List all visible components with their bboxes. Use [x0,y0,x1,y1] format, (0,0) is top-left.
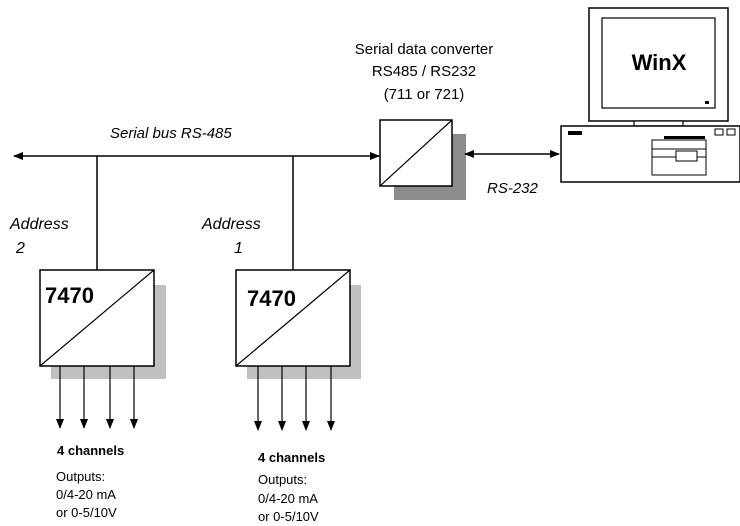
computer-base-unit [560,125,740,183]
monitor-screen [601,17,716,109]
rs232-label: RS-232 [487,180,539,197]
converter-title-line1: Serial data converter [355,41,493,58]
module-2-model: 7470 [45,283,94,308]
module-2-outputs: Outputs: [56,469,105,484]
address-1-label: Address [201,216,261,233]
module-1-range-2: or 0-5/10V [258,509,319,524]
module-2-range-1: 0/4-20 mA [56,487,116,502]
screen-label: WinX [632,50,687,75]
computer [560,7,740,183]
address-2-label: Address [9,216,69,233]
module-1-model: 7470 [247,286,296,311]
serial-bus-label: Serial bus RS-485 [110,125,232,142]
address-1-value: 1 [234,240,243,257]
module-7470-right [235,269,361,379]
converter-box [379,119,466,200]
converter-title-line3: (711 or 721) [384,86,465,103]
module-2-range-2: or 0-5/10V [56,505,117,520]
converter-title-line2: RS485 / RS232 [372,63,476,80]
module-2-channels: 4 channels [57,443,124,458]
module-2-output-arrows [56,366,138,429]
module-1-outputs: Outputs: [258,472,307,487]
module-1-range-1: 0/4-20 mA [258,491,318,506]
address-2-value: 2 [15,240,25,257]
module-1-channels: 4 channels [258,450,325,465]
module-1-output-arrows [254,366,335,431]
module-7470-left [39,269,166,379]
